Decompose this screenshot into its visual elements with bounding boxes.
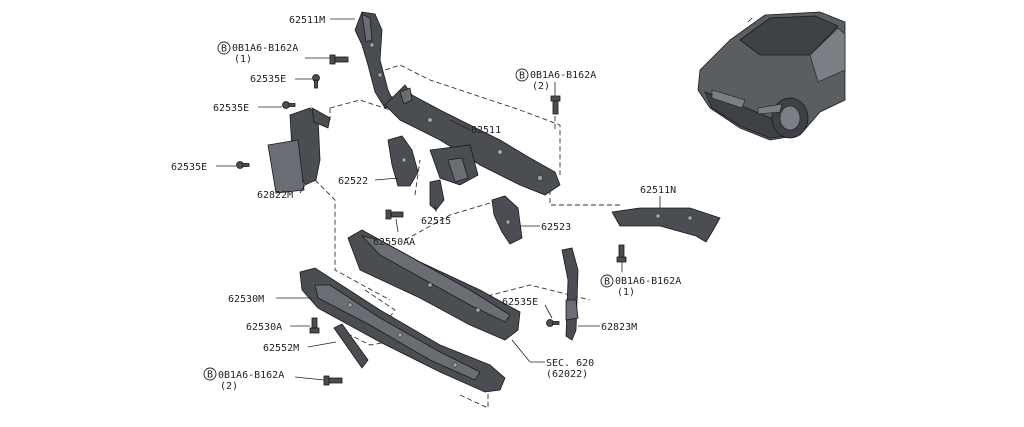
label-62530M: 62530M xyxy=(228,294,264,305)
label-62523: 62523 xyxy=(541,222,571,233)
leader-lines xyxy=(216,18,661,381)
bolt-icon xyxy=(323,375,343,386)
label-62535E-b: 62535E xyxy=(213,103,249,114)
part-62523-bracket xyxy=(491,195,523,245)
part-62552M-strip xyxy=(333,323,369,369)
label-bolt-rn-qty: (1) xyxy=(617,287,635,298)
circle-letter: B xyxy=(604,277,610,288)
car-front-icon xyxy=(697,11,846,141)
circle-letter: B xyxy=(207,370,213,381)
label-62522: 62522 xyxy=(338,176,368,187)
part-62515-bracket xyxy=(429,179,445,211)
part-labels: 62511M 0B1A6-B162A (1) 62535E 62535E 625… xyxy=(171,15,681,392)
part-62823M-vertical-bracket xyxy=(561,247,579,341)
label-bolt-rn-code: 0B1A6-B162A xyxy=(615,276,681,287)
circle-letter: B xyxy=(221,44,227,55)
circle-markers: B B B B xyxy=(203,41,614,381)
bolt-icon xyxy=(385,209,404,220)
label-bolt-right-code: 0B1A6-B162A xyxy=(530,70,596,81)
circle-letter: B xyxy=(519,71,525,82)
label-62530A: 62530A xyxy=(246,322,282,333)
label-sec-ref: SEC. 620 xyxy=(546,358,594,369)
part-62511M-bracket xyxy=(354,11,396,109)
clip-icon xyxy=(236,161,250,169)
bolt-icon xyxy=(550,95,561,115)
label-62515: 62515 xyxy=(421,216,451,227)
part-62522-bracket xyxy=(387,135,419,187)
clip-icon xyxy=(282,101,296,109)
label-62535E-c: 62535E xyxy=(171,162,207,173)
label-sec-sub: (62022) xyxy=(546,369,588,380)
label-bolt-bottom-qty: (2) xyxy=(220,381,238,392)
label-62550AA: 62550AA xyxy=(373,237,415,248)
label-62535E-a: 62535E xyxy=(250,74,286,85)
bolt-icon xyxy=(309,317,320,334)
part-62822M-side-bracket xyxy=(267,107,331,194)
label-bolt-bottom-code: 0B1A6-B162A xyxy=(218,370,284,381)
label-bolt-top-code: 0B1A6-B162A xyxy=(232,43,298,54)
label-62511: 62511 xyxy=(471,125,501,136)
label-62511N: 62511N xyxy=(640,185,676,196)
clip-icon xyxy=(546,319,560,327)
part-bumper-reinforcement-upper xyxy=(347,229,521,341)
label-62535E-d: 62535E xyxy=(502,297,538,308)
fasteners xyxy=(236,54,627,386)
clip-icon xyxy=(312,74,320,89)
part-62511-upper-support xyxy=(384,84,561,196)
part-62511N-bracket xyxy=(611,207,721,243)
label-62822M: 62822M xyxy=(257,190,293,201)
part-62530M-lower-member xyxy=(299,267,506,393)
label-bolt-top-qty: (1) xyxy=(234,54,252,65)
label-62511M: 62511M xyxy=(289,15,325,26)
label-62823M: 62823M xyxy=(601,322,637,333)
bolt-icon xyxy=(616,244,627,263)
bolt-icon xyxy=(329,54,349,65)
label-bolt-right-qty: (2) xyxy=(532,81,550,92)
label-62552M: 62552M xyxy=(263,343,299,354)
